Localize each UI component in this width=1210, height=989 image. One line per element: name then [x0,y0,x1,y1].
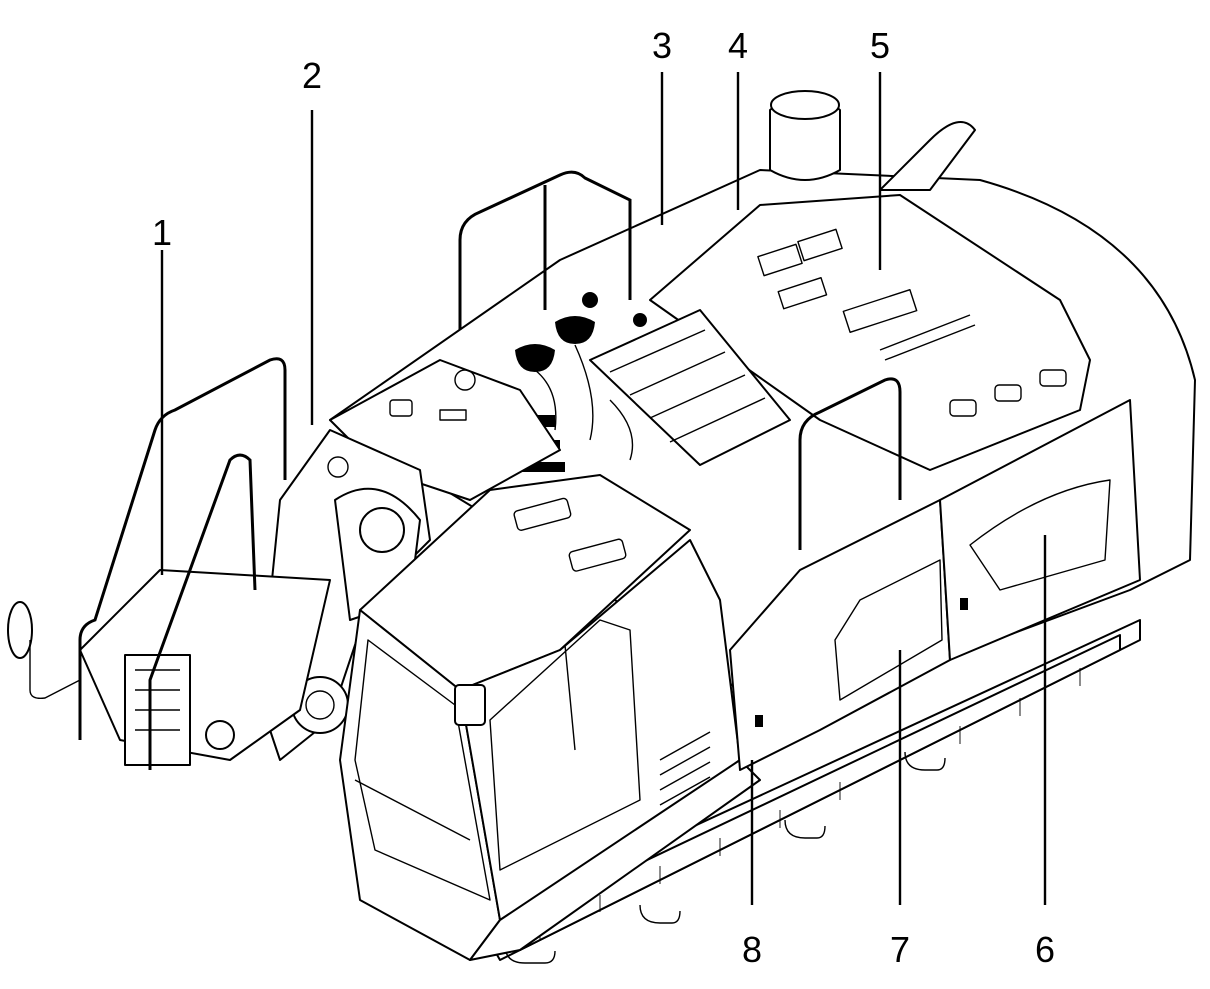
callout-8: 8 [742,929,762,970]
side-walkway [479,619,1141,964]
callout-7: 7 [890,929,910,970]
side-doors [729,399,1141,771]
front-left-box [79,569,331,766]
callout-6: 6 [1035,929,1055,970]
operator-cab [339,474,761,961]
leader-lines [160,72,1047,905]
callout-4: 4 [728,25,748,66]
machine-illustration [7,90,1196,964]
callout-5: 5 [870,25,890,66]
callout-2: 2 [302,55,322,96]
callout-1: 1 [152,212,172,253]
callout-labels: 1 2 3 4 5 6 7 8 [152,25,1055,970]
mirror [7,601,81,700]
callout-3: 3 [652,25,672,66]
